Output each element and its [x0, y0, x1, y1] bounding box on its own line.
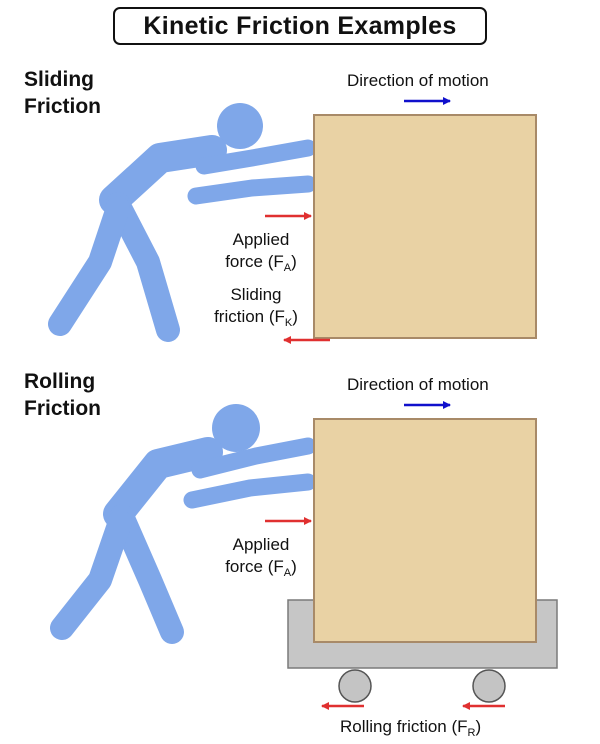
diagram-title: Kinetic Friction Examples — [113, 7, 487, 45]
person-head — [217, 103, 263, 149]
person-back-leg — [48, 196, 130, 336]
sliding-applied-force-label: Applied force (FA) — [225, 230, 297, 274]
person-lower-arm — [187, 175, 317, 205]
person-front-leg — [106, 192, 180, 342]
person-front-leg — [110, 504, 184, 644]
rolling-section-title: Rolling Friction — [24, 370, 101, 420]
cart-wheel-left — [338, 669, 372, 703]
rolling-friction-label: Rolling friction (FR) — [340, 717, 482, 739]
sliding-box — [313, 114, 537, 339]
diagram-title-text: Kinetic Friction Examples — [143, 11, 457, 40]
rolling-box — [313, 418, 537, 643]
person-lower-arm — [183, 473, 317, 509]
cart-wheel-right — [472, 669, 506, 703]
person-upper-arm — [195, 139, 317, 175]
person-back-leg — [50, 510, 132, 640]
person-torso — [99, 135, 227, 215]
sliding-motion-label: Direction of motion — [347, 71, 489, 90]
person-torso — [103, 437, 223, 529]
rolling-applied-force-label: Applied force (FA) — [225, 535, 297, 579]
rolling-motion-label: Direction of motion — [347, 375, 489, 394]
person-head — [212, 404, 260, 452]
sliding-friction-label: Sliding friction (FK) — [214, 285, 298, 329]
rolling-person-figure — [50, 404, 317, 644]
sliding-person-figure — [48, 103, 317, 342]
person-upper-arm — [191, 437, 317, 479]
sliding-section-title: Sliding Friction — [24, 68, 101, 118]
